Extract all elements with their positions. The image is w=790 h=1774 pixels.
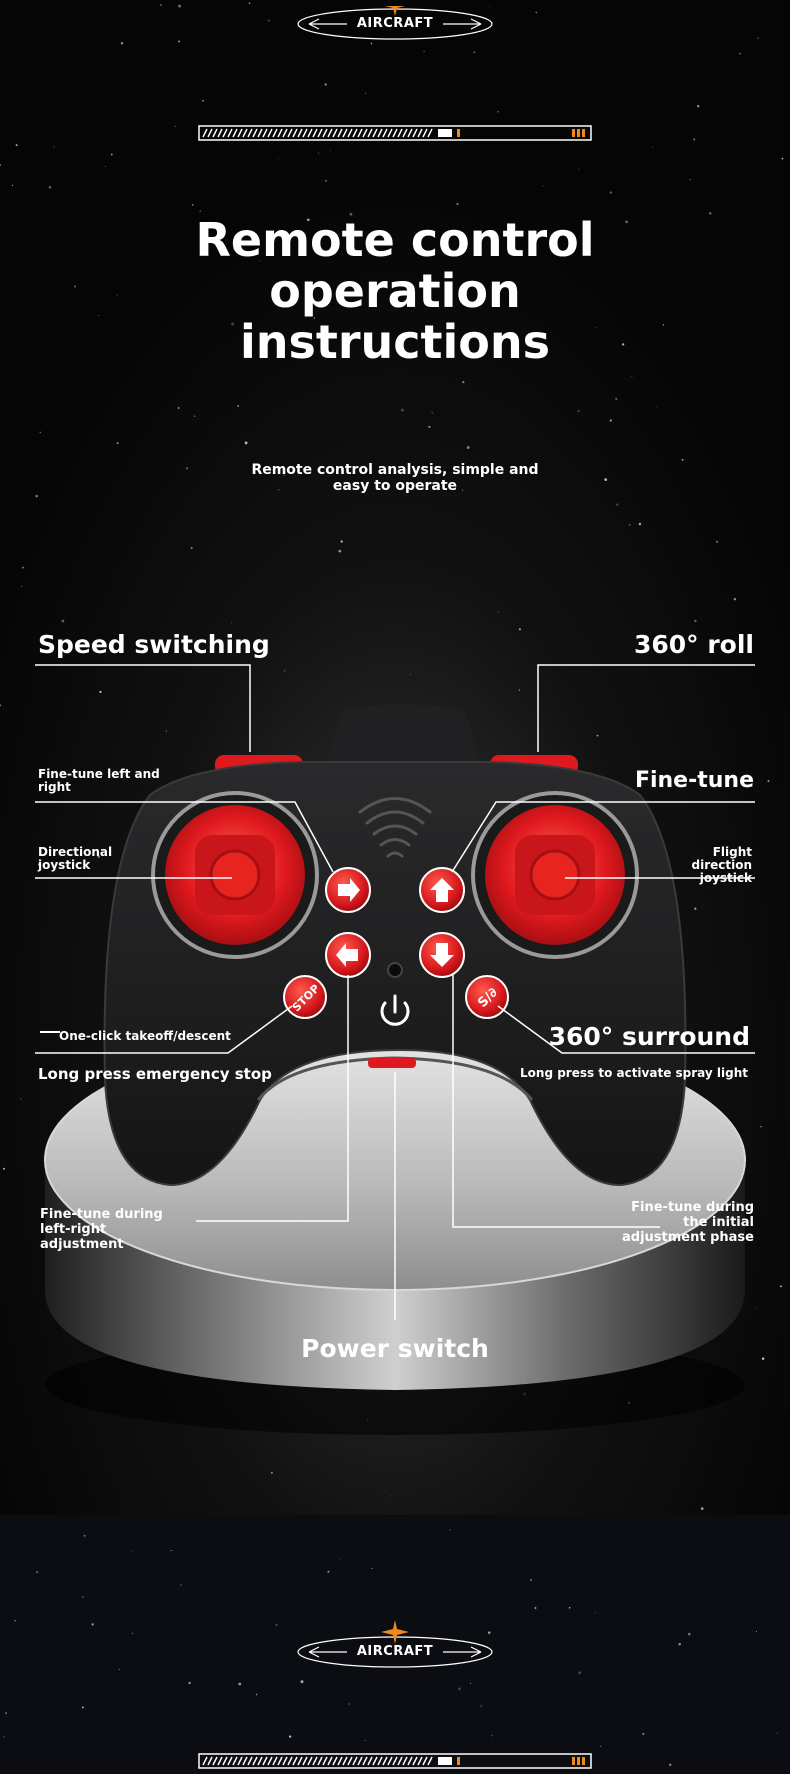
progress-stripe-bottom [198,1753,592,1769]
spray-light-icon: S/∂ [465,975,509,1019]
label-360-roll: 360° roll [633,630,754,659]
page-subtitle: Remote control analysis, simple and easy… [251,462,539,494]
progress-stripe-top [198,125,592,141]
label-fine-tune: Fine-tune [634,768,754,793]
label-speed-switching: Speed switching [38,630,270,659]
arrow-right-icon [325,867,371,913]
left-joystick [151,791,319,959]
aircraft-badge-bottom: AIRCRAFT [295,1634,495,1670]
label-one-click-takeoff: One-click takeoff/descent [59,1029,231,1043]
label-360-surround: 360° surround [548,1022,750,1051]
antenna-bump [325,705,480,765]
wireless-signal-icon [358,797,432,858]
right-joystick [471,791,639,959]
aircraft-badge-top: AIRCRAFT [295,0,495,42]
page-title: Remote control operation instructions [195,213,595,369]
label-directional-joystick: Directional joystick [38,845,113,872]
arrow-up-icon [419,867,465,913]
power-switch [368,1058,416,1068]
takeoff-stop-icon: STOP [283,975,327,1019]
badge-frame [297,0,493,40]
label-emergency-stop: Long press emergency stop [38,1065,272,1083]
arrow-left-icon [325,932,371,978]
power-icon [380,994,410,1026]
label-spray-light: Long press to activate spray light [520,1066,748,1080]
indicator-light [387,962,403,978]
sparkle-icon [381,1620,409,1644]
label-fine-tune-initial-phase: Fine-tune during the initial adjustment … [622,1200,754,1245]
label-flight-direction-joystick: Flight direction joystick [691,845,752,885]
sparkle-icon [385,0,405,16]
label-fine-tune-left-right-adjustment: Fine-tune during left-right adjustment [40,1207,163,1252]
label-power-switch: Power switch [301,1334,489,1363]
badge-label: AIRCRAFT [356,16,434,31]
label-fine-tune-left-right: Fine-tune left and right [38,767,160,794]
badge-label: AIRCRAFT [356,1644,434,1659]
callout-lines [35,664,755,1320]
arrow-down-icon [419,932,465,978]
